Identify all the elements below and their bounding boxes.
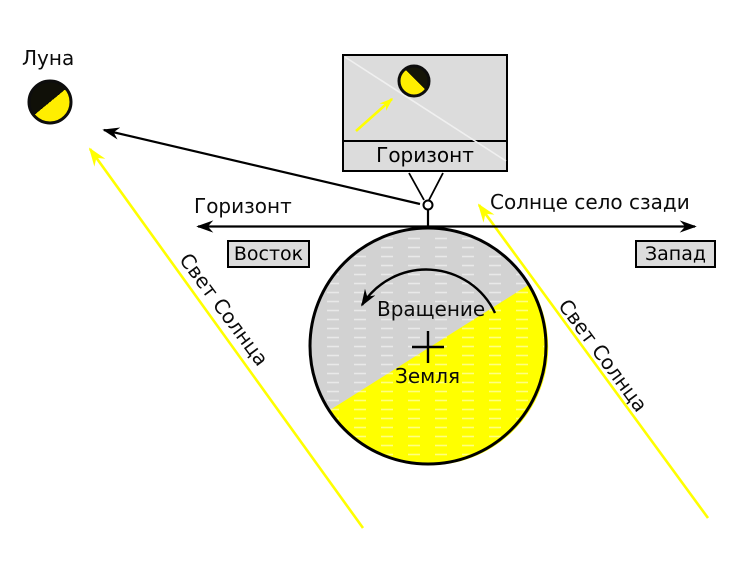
earth-night-side xyxy=(310,228,546,464)
sunlight-label-right: Свет Солнца xyxy=(553,294,653,417)
inset-horizon-label: Горизонт xyxy=(376,143,474,167)
sun-set-behind-label: Солнце село сзади xyxy=(490,190,690,214)
earth-label: Земля xyxy=(395,364,461,388)
west-box: Запад xyxy=(635,240,716,268)
east-label: Восток xyxy=(233,243,304,265)
plus-cross-icon xyxy=(412,331,444,363)
earth-globe xyxy=(308,226,549,466)
inset-horizon-strip: Горизонт xyxy=(344,140,506,170)
waning-moon-icon xyxy=(27,79,73,125)
earth-hatch-texture xyxy=(312,230,544,462)
east-box: Восток xyxy=(227,240,310,268)
moon-view-inset-box: Горизонт xyxy=(342,54,508,172)
earth-outline xyxy=(308,226,548,466)
observer-figure-icon xyxy=(422,199,434,228)
moon-label: Луна xyxy=(22,46,75,70)
inset-callout-tail xyxy=(408,172,444,201)
west-label: Запад xyxy=(644,243,707,265)
rotation-label: Вращение xyxy=(377,297,486,321)
horizon-label: Горизонт xyxy=(194,194,292,218)
